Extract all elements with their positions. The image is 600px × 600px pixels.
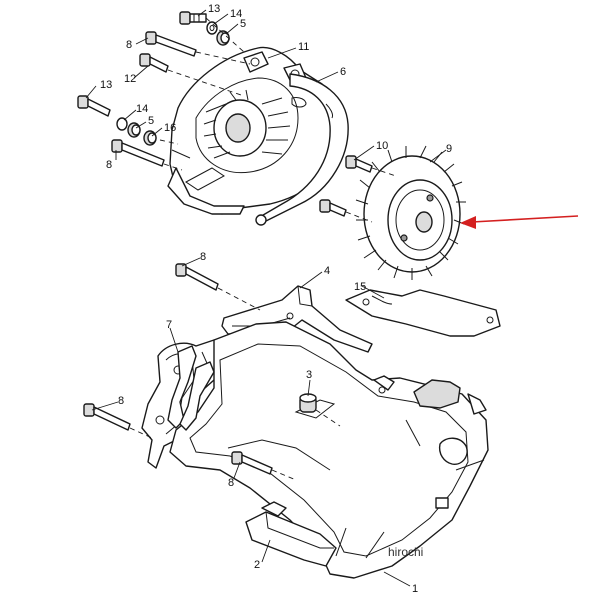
callout-5-mid: 5: [148, 115, 154, 127]
bolt-10-bottom: [319, 199, 347, 217]
callout-6: 6: [340, 66, 346, 78]
bolt-10-top: [345, 155, 373, 173]
gasket-15: [345, 289, 501, 337]
callout-11: 11: [298, 41, 309, 53]
washer-14-mid: [116, 117, 128, 131]
callout-9: 9: [446, 143, 452, 155]
callout-4: 4: [324, 265, 330, 277]
callout-14-top: 14: [230, 8, 242, 20]
seal-strip-left: [167, 345, 215, 431]
callout-13-top: 13: [208, 3, 220, 15]
callout-7: 7: [166, 319, 172, 331]
callout-13-mid: 13: [100, 79, 112, 91]
air-shroud: [255, 73, 349, 226]
bolt-8-top: [145, 31, 197, 57]
bolt-8-left-lower: [83, 403, 153, 439]
watermark-text: hirochi: [388, 545, 423, 559]
bolt-8-mid: [111, 139, 165, 167]
callout-1: 1: [412, 583, 418, 595]
callout-3: 3: [306, 369, 312, 381]
callout-5-top: 5: [240, 18, 246, 30]
washer-14-top: [206, 21, 218, 35]
callout-2: 2: [254, 559, 260, 571]
fan-cover: [167, 46, 337, 215]
callout-8-left-lower: 8: [118, 395, 124, 407]
bolt-13-top: [179, 11, 207, 25]
assembly-lines-upper: [159, 17, 397, 223]
callout-8-mid: 8: [106, 159, 112, 171]
collar-5-mid: [127, 122, 141, 138]
callout-16: 16: [164, 122, 176, 134]
bolt-8-lower-top: [175, 263, 261, 311]
callout-10: 10: [376, 140, 388, 152]
highlight-arrow: [460, 215, 579, 229]
callout-12: 12: [124, 73, 136, 85]
duct-2: [245, 501, 337, 567]
callout-leaders: [85, 9, 447, 587]
bolt-13-mid: [77, 95, 111, 117]
callout-8-lower-top: 8: [200, 251, 206, 263]
crankcase-cover: [169, 321, 489, 579]
collar-16: [143, 130, 157, 146]
callout-8-top: 8: [126, 39, 132, 51]
callout-8-bottom: 8: [228, 477, 234, 489]
callout-15: 15: [354, 281, 366, 293]
bolt-12: [139, 53, 169, 73]
flywheel-fan: [355, 145, 466, 280]
bolt-8-bottom: [231, 451, 297, 481]
callout-14-mid: 14: [136, 103, 148, 115]
